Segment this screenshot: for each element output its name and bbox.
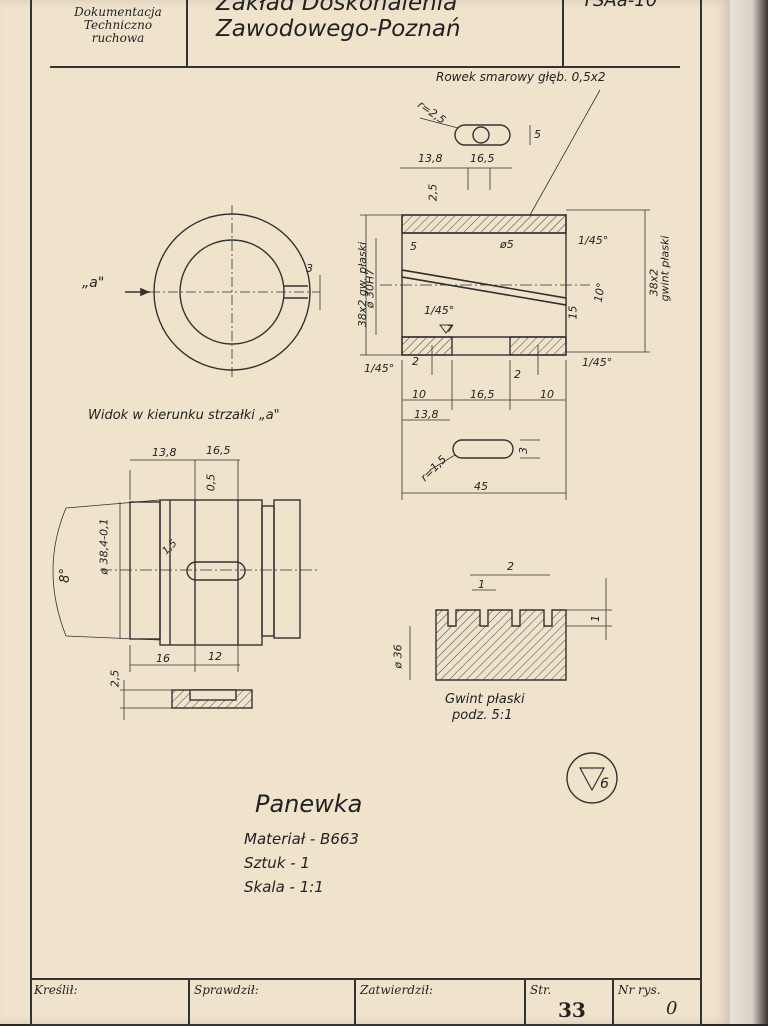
institution-cell: Zakład Doskonalenia Zawodowego-Poznań (188, 0, 560, 66)
title-block-header (50, 0, 680, 68)
drawing-code: TSAa-10 (582, 0, 658, 11)
view-caption: Widok w kierunku strzałki „a" (88, 408, 280, 423)
institution-line-2: Zawodowego-Poznań (216, 16, 461, 42)
dim-chamfer-bl: 1/45° (364, 362, 395, 375)
dim-thread-1b: 1 (589, 615, 602, 622)
dim-side-0-5: 0,5 (204, 473, 218, 492)
drawing-number-cell: Nr rys. 0 (614, 980, 700, 1026)
drawn-by-label: Kreślił: (34, 983, 78, 997)
page-label: Str. (530, 983, 552, 997)
part-scale: Skala - 1:1 (244, 878, 324, 896)
thread-detail (409, 574, 612, 681)
part-pieces: Sztuk - 1 (244, 854, 310, 872)
side-view-sleeve (52, 459, 320, 672)
dim-10-right: 10 (540, 388, 554, 401)
dim-bore: ø 30H7 (363, 268, 377, 309)
page-number: 33 (558, 998, 586, 1022)
dim-slot-width: 5 (534, 128, 541, 141)
doc-type-line: Techniczno (83, 18, 153, 32)
small-section-strip (120, 680, 253, 720)
checked-by-cell: Sprawdził: (190, 980, 356, 1026)
page-cell: Str. 33 (526, 980, 614, 1026)
dim-chamfer-br: 1/45° (582, 356, 613, 369)
drawing-number: 0 (666, 998, 678, 1019)
dim-thread-right-2: gwint płaski (658, 235, 672, 302)
dim-side-16: 16 (156, 652, 170, 665)
thread-scale-caption: podz. 5:1 (452, 708, 513, 723)
dim-16-5-mid: 16,5 (470, 388, 495, 401)
drawing-sheet: Dokumentacja Techniczno ruchowa Zakład D… (0, 0, 730, 1026)
dim-strip-2-5: 2,5 (108, 669, 122, 688)
dim-13-8-top: 13,8 (418, 152, 443, 165)
dim-hole-diameter: ø5 (500, 238, 514, 251)
approved-by-label: Zatwierdził: (360, 983, 434, 997)
dim-16-5-top: 16,5 (470, 152, 495, 165)
drawing-number-label: Nr rys. (618, 983, 661, 997)
institution-line-1: Zakład Doskonalenia (216, 0, 458, 16)
drawing-code-cell: TSAa-10 (562, 0, 680, 66)
dim-2-right: 2 (514, 368, 521, 381)
dim-45: 45 (474, 480, 488, 493)
background-edge (728, 0, 768, 1024)
doc-type-line: ruchowa (91, 31, 145, 45)
end-view-circle (125, 205, 321, 380)
dim-inner-5: 5 (410, 240, 417, 253)
dim-3-circle: 3 (306, 262, 313, 275)
technical-drawing (52, 89, 650, 804)
dim-15: 15 (566, 305, 580, 320)
dim-side-16-5: 16,5 (206, 444, 231, 457)
dim-outer-diameter: ø 38,4-0,1 (97, 518, 111, 575)
dim-thread-1a: 1 (478, 578, 485, 591)
lubrication-groove-note: Rowek smarowy głęb. 0,5x2 (436, 70, 606, 84)
dim-2-left: 2 (412, 355, 419, 368)
dim-13-8-low: 13,8 (414, 408, 439, 421)
surface-finish-symbol (566, 752, 618, 804)
dim-chamfer-inner: 1/45° (424, 304, 455, 317)
title-block-footer: Kreślił: Sprawdził: Zatwierdził: Str. 33… (30, 978, 702, 1026)
dim-thread-36: ø 36 (391, 644, 405, 669)
doc-type-line: Dokumentacja (74, 5, 162, 19)
drawn-by-cell: Kreślił: (30, 980, 190, 1026)
dim-side-13-8: 13,8 (152, 446, 177, 459)
dim-chamfer-right: 1/45° (578, 234, 609, 247)
dim-thread-pitch: 2 (507, 560, 514, 573)
arrow-a-label: „a" (82, 275, 105, 291)
dim-surface-7: 7 (447, 324, 454, 335)
top-slot-view (400, 89, 601, 216)
dim-groove-depth: 2,5 (426, 183, 440, 202)
dim-10-left: 10 (412, 388, 426, 401)
thread-caption: Gwint płaski (445, 692, 525, 707)
doc-type-cell: Dokumentacja Techniczno ruchowa (50, 0, 188, 66)
approved-by-cell: Zatwierdził: (356, 980, 526, 1026)
dim-3-low: 3 (517, 447, 530, 454)
bottom-slot-view (429, 439, 540, 471)
part-material: Materiał - B663 (244, 830, 359, 848)
part-name: Panewka (255, 790, 363, 818)
checked-by-label: Sprawdził: (194, 983, 259, 997)
surface-finish-value: 6 (600, 776, 609, 792)
section-view (360, 209, 650, 500)
dim-angle-8: 8° (57, 568, 73, 583)
dim-side-12: 12 (208, 650, 222, 663)
